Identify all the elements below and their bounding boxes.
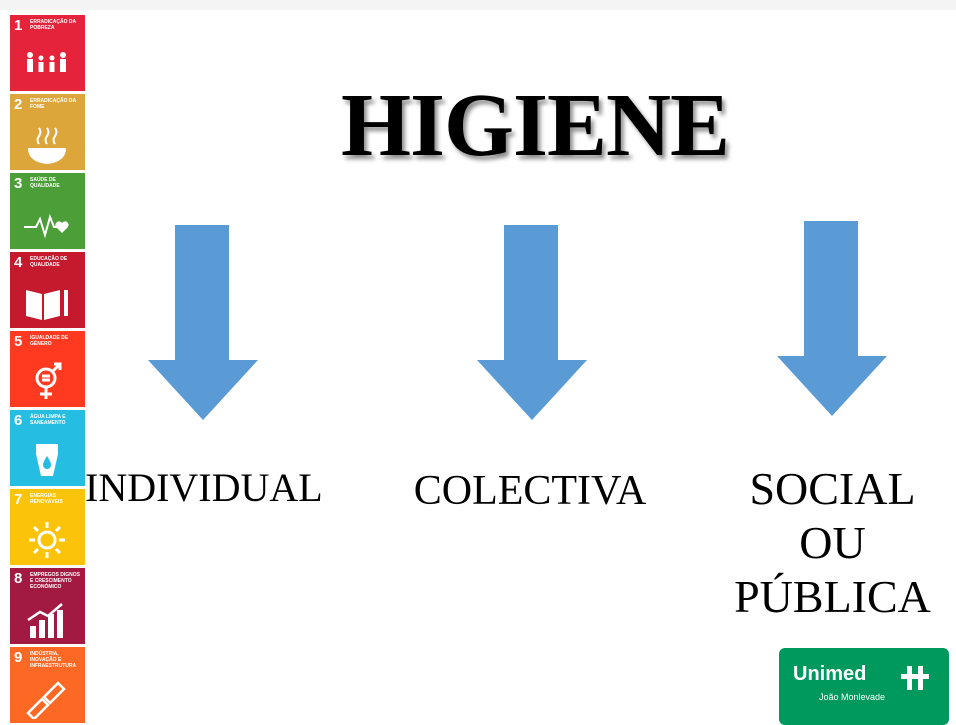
sdg-column: 1 Erradicação da pobreza 2 Erradicação d… xyxy=(10,15,85,725)
slide-title: HIGIENE xyxy=(340,76,730,175)
sdg-tile-9: 9 Indústria, inovação e infraestrutura xyxy=(10,647,85,723)
label-social: SOCIAL OU PÚBLICA xyxy=(720,462,945,624)
people-icon xyxy=(27,52,66,72)
growth-chart-icon xyxy=(27,603,63,638)
bowl-icon xyxy=(28,127,66,164)
sdg-number: 8 xyxy=(14,570,23,587)
label-social-line: SOCIAL xyxy=(749,463,916,514)
sdg-tile-5: 5 Igualdade de género xyxy=(10,331,85,407)
sdg-tile-1: 1 Erradicação da pobreza xyxy=(10,15,85,91)
heartbeat-icon xyxy=(24,213,69,239)
sdg-label: Saúde de qualidade xyxy=(30,177,60,189)
sdg-label: Erradicação da fome xyxy=(30,98,76,110)
label-individual: INDIVIDUAL xyxy=(85,465,323,510)
sdg-label: Água limpa e saneamento xyxy=(30,414,66,426)
down-arrow-icon xyxy=(477,225,587,420)
gender-icon xyxy=(35,362,62,399)
sdg-label: Empregos dignos e crescimento económico xyxy=(30,572,81,590)
sdg-label: Energias renováveis xyxy=(30,493,63,505)
unimed-logo: Unimed João Monlevade xyxy=(779,648,949,725)
sdg-number: 3 xyxy=(14,175,23,192)
top-strip xyxy=(0,0,956,10)
sdg-label: Igualdade de género xyxy=(30,335,69,347)
sdg-tile-3: 3 Saúde de qualidade xyxy=(10,173,85,249)
sdg-number: 7 xyxy=(14,491,23,508)
sdg-number: 5 xyxy=(14,333,23,350)
label-social-line: OU xyxy=(799,517,866,568)
down-arrow-icon xyxy=(148,225,258,420)
label-colectiva: COLECTIVA xyxy=(413,468,647,514)
sdg-number: 1 xyxy=(14,17,23,34)
logo-subtitle: João Monlevade xyxy=(819,692,886,702)
cubes-icon xyxy=(26,681,66,719)
sun-icon xyxy=(29,522,65,558)
unimed-mark-icon xyxy=(901,666,929,690)
down-arrow-icon xyxy=(777,221,887,416)
sdg-label: Indústria, inovação e infraestrutura xyxy=(30,651,77,669)
sdg-number: 6 xyxy=(14,412,23,429)
sdg-label: Erradicação da pobreza xyxy=(30,19,76,31)
sdg-tile-2: 2 Erradicação da fome xyxy=(10,94,85,170)
sdg-number: 2 xyxy=(14,96,23,113)
water-icon xyxy=(36,444,58,476)
sdg-tile-4: 4 Educação de qualidade xyxy=(10,252,85,328)
sdg-tile-6: 6 Água limpa e saneamento xyxy=(10,410,85,486)
sdg-number: 4 xyxy=(14,254,23,271)
label-social-line: PÚBLICA xyxy=(734,571,931,622)
sdg-number: 9 xyxy=(14,649,23,666)
sdg-tile-7: 7 Energias renováveis xyxy=(10,489,85,565)
sdg-tile-8: 8 Empregos dignos e crescimento económic… xyxy=(10,568,85,644)
sdg-label: Educação de qualidade xyxy=(30,256,68,268)
book-icon xyxy=(26,290,68,320)
logo-name: Unimed xyxy=(793,663,867,685)
